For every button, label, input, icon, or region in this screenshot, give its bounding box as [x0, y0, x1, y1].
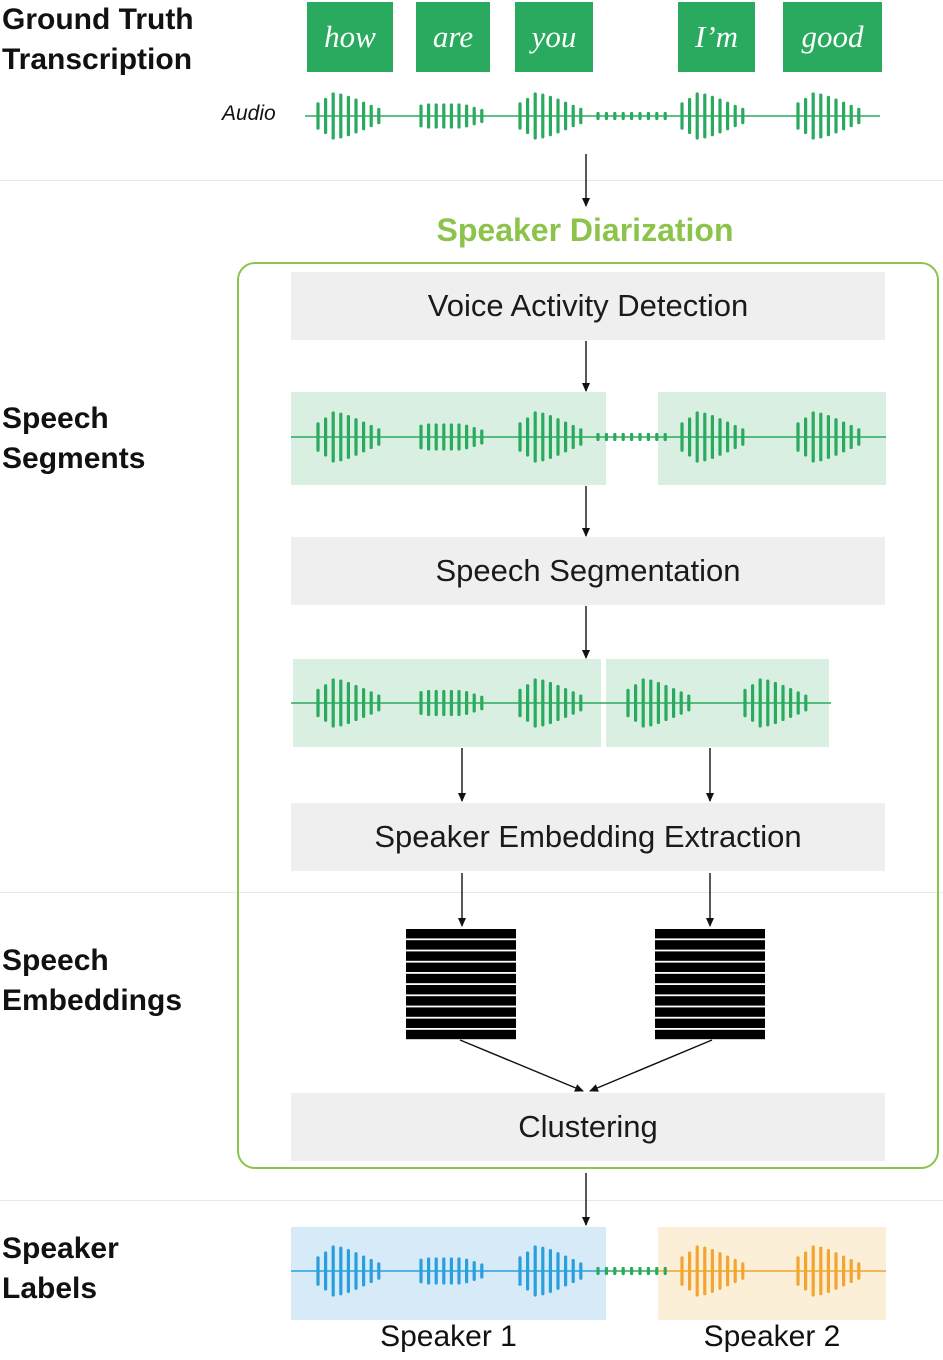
speech-embeddings-label: Speech Embeddings [2, 944, 183, 1017]
speech-embedding-2 [655, 929, 765, 1040]
word-box-3: you [515, 2, 593, 72]
word-box-2: are [416, 2, 490, 72]
divider-top [0, 180, 943, 181]
speech-segments-label: Speech Segments [2, 402, 146, 475]
diarization-group-box [237, 262, 939, 1169]
word-box-4: I’m [678, 2, 755, 72]
speaker-labels-label: Speaker Labels [2, 1232, 119, 1305]
speaker-waveform-burst-5 [680, 1245, 745, 1297]
audio-waveform-burst-2 [419, 103, 484, 129]
speaker-1-label: Speaker 1 [380, 1320, 517, 1353]
speaker-1-segment [291, 1227, 606, 1320]
vad-waveform-burst-2 [419, 423, 484, 451]
segmentation-burst-4 [626, 678, 691, 728]
vad-waveform-burst-6 [796, 411, 861, 463]
segmentation-burst-3 [518, 678, 583, 728]
step-speaker-embedding-extraction: Speaker Embedding Extraction [291, 803, 885, 871]
speaker-waveform-burst-4 [596, 1266, 667, 1276]
speaker-waveform-burst-6 [796, 1245, 861, 1297]
arrow-embedding-2-to-clustering [589, 1039, 713, 1092]
audio-waveform-burst-5 [680, 92, 745, 140]
arrow-embedding-1-to-clustering [459, 1039, 584, 1092]
step-speech-segmentation: Speech Segmentation [291, 537, 885, 605]
speaker-2-label: Speaker 2 [703, 1320, 841, 1353]
audio-waveform-burst-3 [518, 92, 583, 140]
speaker-waveform-burst-1 [316, 1245, 381, 1297]
step-clustering: Clustering [291, 1093, 885, 1161]
word-box-5: good [783, 2, 882, 72]
audio-waveform-burst-1 [316, 92, 381, 140]
vad-waveform-burst-3 [518, 411, 583, 463]
speech-embedding-1 [406, 929, 516, 1040]
segmentation-burst-2 [419, 689, 484, 717]
audio-waveform-burst-6 [796, 92, 861, 140]
diarization-title: Speaker Diarization [436, 212, 734, 248]
vad-waveform-burst-4 [596, 432, 667, 442]
segmentation-burst-5 [743, 678, 808, 728]
step-voice-activity-detection: Voice Activity Detection [291, 272, 885, 340]
vad-waveform-burst-5 [680, 411, 745, 463]
ground-truth-label: Ground Truth Transcription [2, 3, 194, 76]
vad-segment-1 [291, 392, 606, 485]
segmentation-burst-1 [316, 678, 381, 728]
divider-bottom [0, 1200, 943, 1201]
vad-waveform-burst-1 [316, 411, 381, 463]
word-box-1: how [307, 2, 393, 72]
audio-label: Audio [222, 102, 276, 125]
audio-waveform-burst-4 [596, 111, 667, 121]
speaker-waveform-burst-3 [518, 1245, 583, 1297]
speaker-waveform-burst-2 [419, 1257, 484, 1285]
divider-middle [0, 892, 943, 893]
